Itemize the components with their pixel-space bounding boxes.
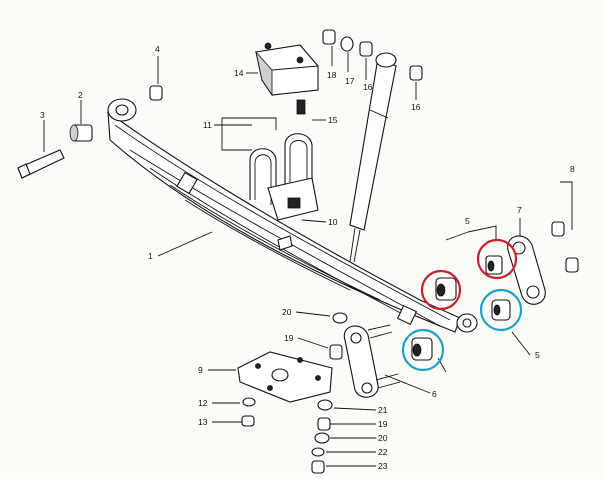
label-11: 11	[203, 120, 212, 130]
label-3: 3	[40, 110, 45, 120]
label-5-bottom: 5	[535, 350, 540, 360]
upper-shackle	[507, 221, 579, 305]
leader-lines	[43, 46, 573, 467]
label-22: 22	[378, 447, 388, 457]
label-7: 7	[517, 205, 522, 215]
lower-hardware	[241, 312, 348, 474]
shock-absorber	[349, 52, 397, 263]
blue-highlight-circle	[401, 328, 445, 372]
front-hardware	[17, 85, 163, 179]
label-4: 4	[155, 44, 160, 54]
blue-highlight-circle	[479, 288, 523, 332]
label-2: 2	[78, 90, 83, 100]
label-5-top: 5	[465, 216, 470, 226]
label-16-right: 16	[411, 102, 421, 112]
lower-shackle	[343, 324, 401, 398]
label-19-lower: 19	[378, 419, 388, 429]
label-21: 21	[378, 405, 388, 415]
label-13: 13	[198, 417, 208, 427]
red-highlight-circle	[420, 269, 462, 311]
highlight-circles	[401, 238, 523, 372]
label-6: 6	[432, 389, 437, 399]
part-labels: 1 2 3 4 5 5 6 7 8 9 10 11 12 13 14 15 16…	[40, 44, 575, 471]
label-10: 10	[328, 217, 338, 227]
label-15: 15	[328, 115, 338, 125]
label-23: 23	[378, 461, 388, 471]
leaf-spring	[107, 98, 478, 333]
bump-stop-bracket	[255, 42, 319, 115]
label-20-upper: 20	[282, 307, 292, 317]
label-12: 12	[198, 398, 208, 408]
label-18: 18	[327, 70, 337, 80]
label-17: 17	[345, 76, 355, 86]
upper-hardware	[322, 29, 423, 81]
u-bolts	[249, 133, 319, 221]
label-8: 8	[570, 164, 575, 174]
red-highlight-circle	[476, 238, 518, 280]
shackle-bushings	[411, 255, 511, 361]
label-20-lower: 20	[378, 433, 388, 443]
label-19-upper: 19	[284, 333, 294, 343]
label-1: 1	[148, 251, 153, 261]
label-9: 9	[198, 365, 203, 375]
spring-seat-plate	[237, 351, 333, 403]
label-14: 14	[234, 68, 244, 78]
label-16-left: 16	[363, 82, 373, 92]
